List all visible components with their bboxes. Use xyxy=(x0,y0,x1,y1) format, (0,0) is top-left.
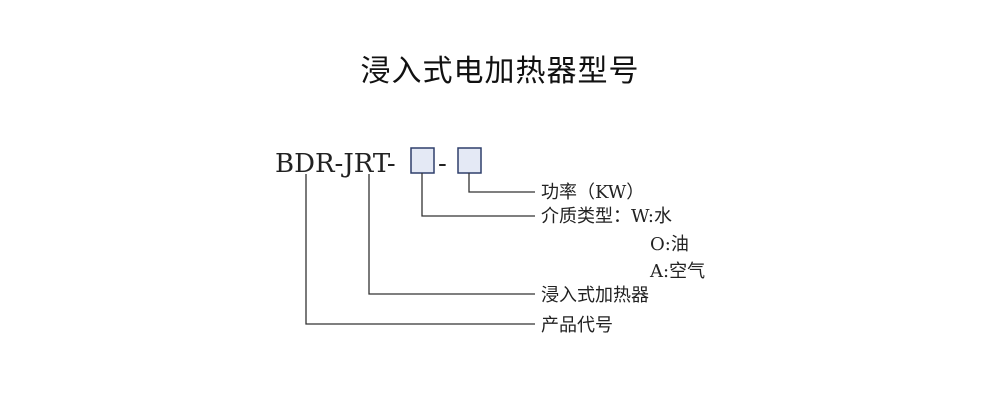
medium-air-label: A:空气 xyxy=(649,261,705,282)
model-code-prefix: BDR-JRT- xyxy=(275,149,396,179)
heater-type-label: 浸入式加热器 xyxy=(541,285,649,306)
diagram-title: 浸入式电加热器型号 xyxy=(360,54,640,89)
power-placeholder-box xyxy=(457,147,482,174)
power-leader-line xyxy=(468,173,535,193)
product-code-label: 产品代号 xyxy=(541,315,613,336)
medium-placeholder-box xyxy=(410,147,435,174)
model-code-separator: - xyxy=(438,149,447,179)
medium-leader-line xyxy=(421,173,535,217)
heater-type-leader-line xyxy=(368,174,535,295)
medium-oil-label: O:油 xyxy=(650,234,689,255)
medium-label: 介质类型：W:水 xyxy=(541,206,672,227)
product-code-leader-line xyxy=(305,174,535,325)
power-label: 功率（KW） xyxy=(541,182,644,203)
